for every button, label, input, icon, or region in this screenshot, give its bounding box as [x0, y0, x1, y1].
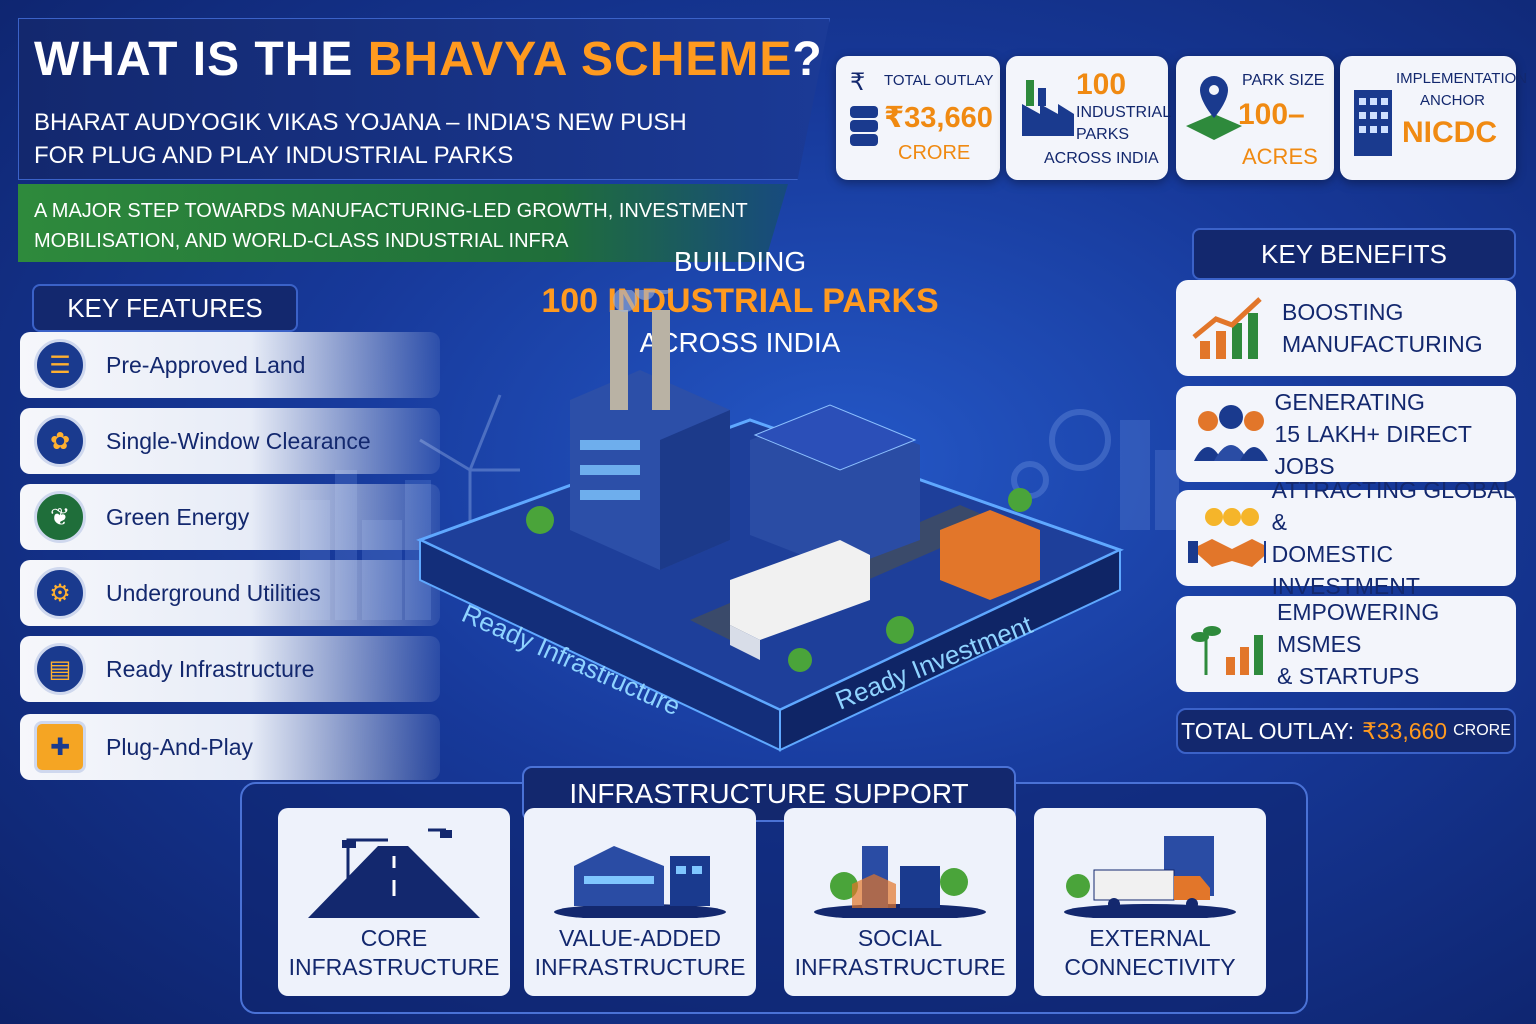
- clipboard-icon: ▤: [34, 643, 86, 695]
- feature-pre-approved-land: ☰ Pre-Approved Land: [20, 332, 440, 398]
- infra-card-social: SocialInfrastructure: [784, 808, 1016, 996]
- page-title: What is the BHAVYA Scheme?: [34, 33, 823, 86]
- tagline-bar: [18, 184, 788, 262]
- stat-card-size: Park Size 100– Acres: [1176, 56, 1334, 180]
- buildings-trees-icon: [814, 846, 986, 918]
- infra-card-value-added: Value-AddedInfrastructure: [524, 808, 756, 996]
- center-heading: Building 100 Industrial Parks Across Ind…: [541, 246, 939, 358]
- feature-underground-utilities: ⚙ Underground Utilities: [20, 560, 440, 626]
- industrial-park-illustration: Ready Infrastructure Ready Investment: [416, 290, 1124, 752]
- feature-single-window: ✿ Single-Window Clearance: [20, 408, 440, 474]
- truck-icon: [1064, 836, 1236, 918]
- benefit-msmes: Empowering MSMEs& Startups: [1176, 596, 1516, 692]
- factory-icon: [1022, 80, 1074, 136]
- feature-plug-and-play: ✚ Plug-And-Play: [20, 714, 440, 780]
- svg-text:₹: ₹: [850, 68, 865, 96]
- stat-card-parks: 100 Industrial Parks Across India: [1006, 56, 1171, 180]
- tagline: A Major Step Towards Manufacturing-Led G…: [34, 200, 748, 252]
- puzzle-icon: ✚: [34, 721, 86, 773]
- location-pin-map-icon: [1186, 76, 1242, 140]
- infra-card-core: CoreInfrastructure: [278, 808, 510, 996]
- key-features-heading: Key Features: [32, 284, 298, 332]
- handshake-icon: [1188, 508, 1266, 567]
- stat-card-outlay: ₹ Total Outlay ₹33,660 Crore: [836, 56, 1000, 180]
- warehouse-icon: [554, 846, 726, 918]
- benefit-jobs: Generating15 Lakh+ Direct Jobs: [1176, 386, 1516, 482]
- title-highlight: BHAVYA Scheme: [367, 33, 793, 86]
- checklist-icon: ☰: [34, 339, 86, 391]
- growth-chart-icon: [1192, 297, 1262, 359]
- rupee-coins-icon: ₹: [850, 68, 878, 146]
- page-subtitle: Bharat Audyogik Vikas Yojana – India's N…: [34, 109, 687, 169]
- infra-card-connectivity: ExternalConnectivity: [1034, 808, 1266, 996]
- pipe-icon: ⚙: [34, 567, 86, 619]
- road-streetlight-icon: [308, 828, 480, 918]
- stat-card-anchor: Implementation Anchor NICDC: [1340, 56, 1527, 180]
- infra-support-heading: Infrastructure Support: [522, 766, 1016, 822]
- feature-green-energy: ❦ Green Energy: [20, 484, 440, 550]
- total-outlay-bar: Total Outlay: ₹33,660 Crore: [1176, 708, 1516, 754]
- key-benefits-heading: Key Benefits: [1192, 228, 1516, 280]
- flow-icon: ✿: [34, 415, 86, 467]
- leaf-icon: ❦: [34, 491, 86, 543]
- plant-growth-icon: [1191, 626, 1263, 675]
- benefit-manufacturing: BoostingManufacturing: [1176, 280, 1516, 376]
- feature-ready-infrastructure: ▤ Ready Infrastructure: [20, 636, 440, 702]
- benefit-investment: Attracting Global &Domestic Investment: [1176, 477, 1516, 599]
- people-icon: [1194, 405, 1268, 461]
- office-building-icon: [1354, 90, 1392, 156]
- header-panel: [18, 18, 830, 180]
